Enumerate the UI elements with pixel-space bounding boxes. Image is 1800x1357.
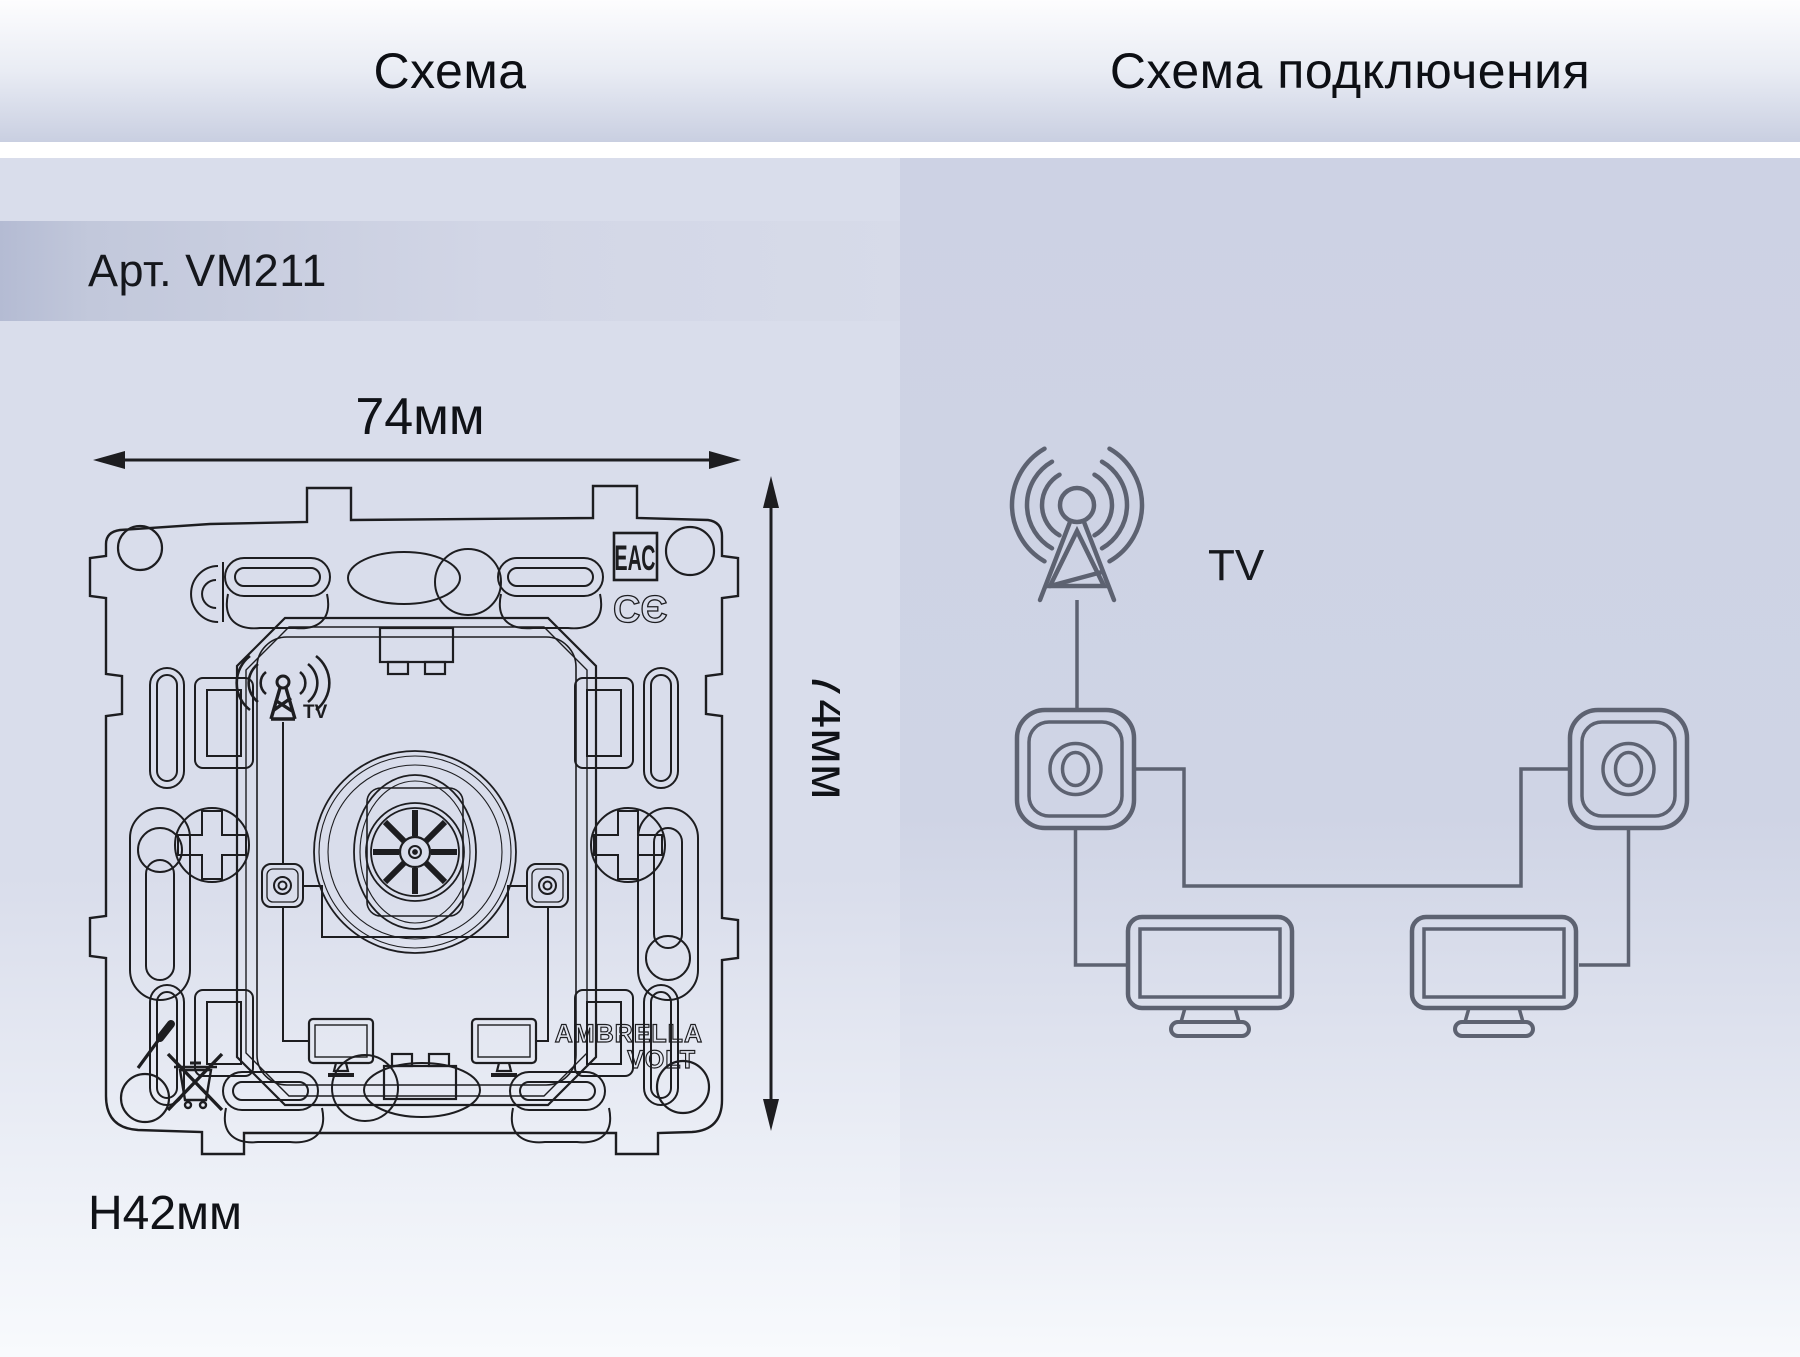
side-claws <box>149 667 679 1106</box>
brand-line2: VOLT <box>627 1046 696 1074</box>
arrowhead-left-icon <box>93 451 125 469</box>
width-dimension-label: 74мм <box>355 388 484 446</box>
arrowhead-down-icon <box>763 1099 779 1131</box>
header-right-title: Схема подключения <box>1109 43 1591 99</box>
schematic-monitor-icons <box>307 1017 538 1077</box>
header-divider <box>0 142 1800 158</box>
antenna-tv-label: TV <box>303 702 328 723</box>
article-bar: Арт. VM211 <box>0 221 900 321</box>
certification-marks: ЕАС СЄ <box>612 531 668 632</box>
top-clip <box>378 626 455 664</box>
brand-mark: AMBRELLA VOLT <box>554 1019 703 1074</box>
schematic-wires <box>282 722 549 1042</box>
connection-diagram: TV <box>1009 446 1690 1038</box>
antenna-tower-icon <box>1009 446 1145 603</box>
article-number: Арт. VM211 <box>88 245 327 296</box>
header-left-title: Схема <box>373 43 527 99</box>
mounting-frame-drawing: 74мм 74мм ЕАС СЄ <box>88 388 840 1156</box>
spiral-mark-icon <box>190 562 224 624</box>
brand-line1: AMBRELLA <box>555 1020 703 1048</box>
diagram-wires <box>1073 600 1631 967</box>
screwdriver-icon <box>136 1020 175 1069</box>
width-dimension: 74мм <box>93 388 741 469</box>
ce-mark-label: СЄ <box>613 589 667 631</box>
header-band: Схема Схема подключения <box>0 0 1800 142</box>
tv-set-right-icon <box>1409 914 1579 1038</box>
terminals <box>261 863 569 908</box>
arrowhead-right-icon <box>709 451 741 469</box>
height-dimension-label: 74мм <box>800 670 840 799</box>
tv-connector <box>313 750 517 954</box>
antenna-tv-icon: TV <box>235 654 331 723</box>
central-inset <box>235 616 598 1107</box>
bottom-clip <box>382 1064 458 1101</box>
tv-set-left-icon <box>1125 914 1295 1038</box>
height-dimension: 74мм <box>763 476 840 1131</box>
frame-outline <box>88 484 740 1156</box>
finger-cutouts <box>129 807 699 1001</box>
depth-dimension-label: H42мм <box>88 1187 243 1240</box>
weee-bin-icon <box>166 1052 224 1112</box>
tv-socket-right <box>1567 707 1690 831</box>
eac-mark-label: ЕАС <box>615 539 656 578</box>
diagram-tv-label: TV <box>1208 541 1265 590</box>
arrowhead-up-icon <box>763 476 779 508</box>
cross-screws <box>174 807 666 883</box>
top-slots <box>224 548 604 630</box>
tv-socket-left <box>1014 707 1137 831</box>
eac-mark-box <box>612 531 659 582</box>
